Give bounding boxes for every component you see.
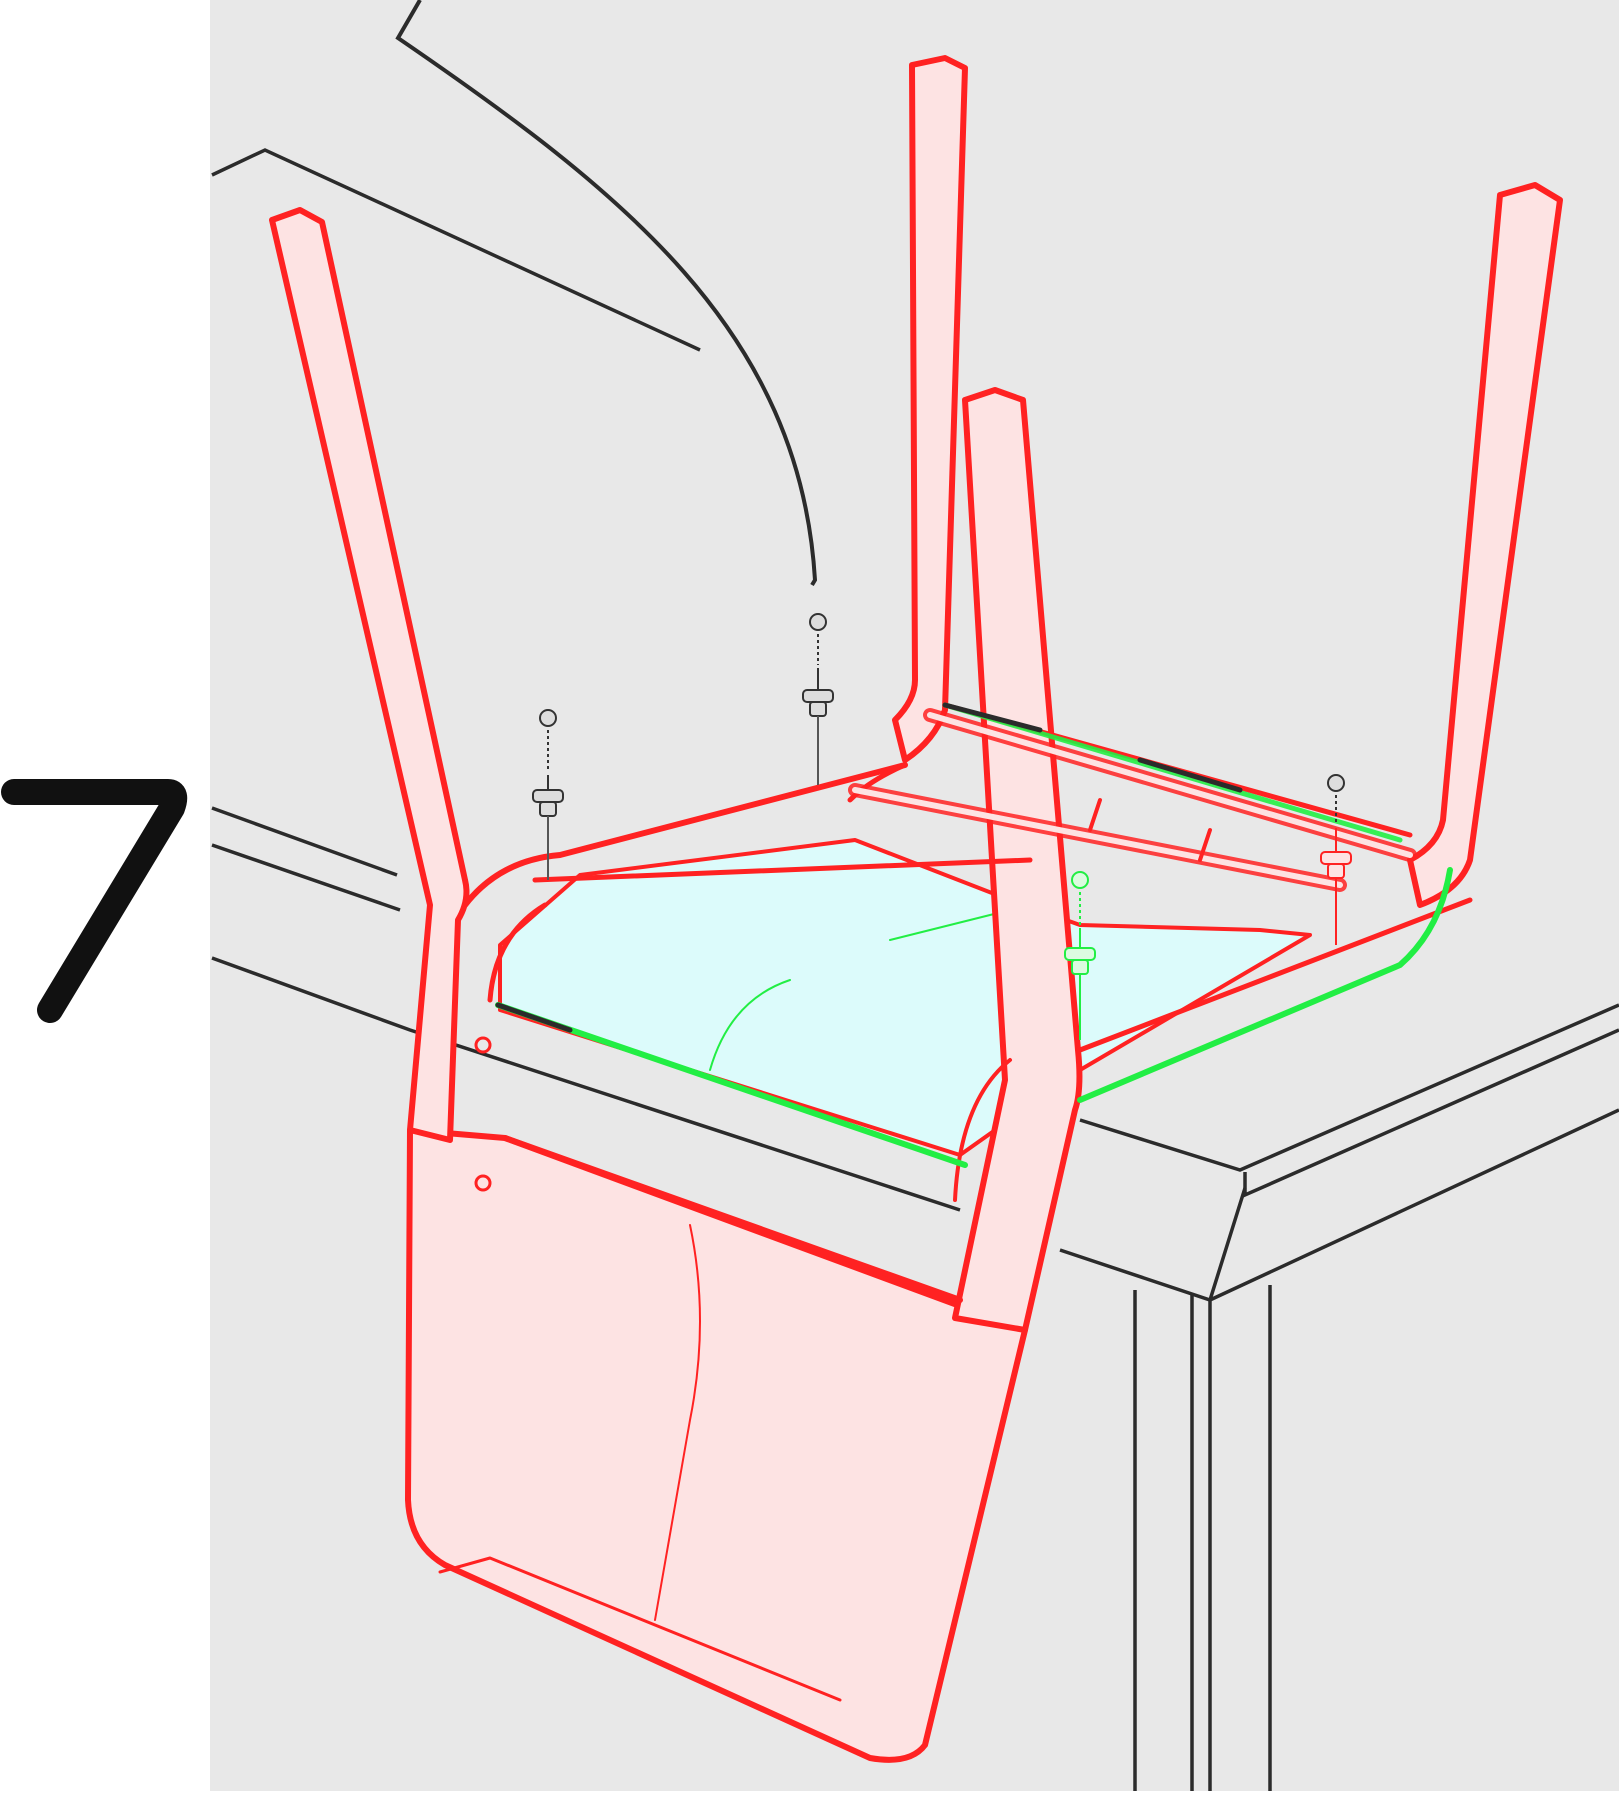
step-number-glyph [14, 792, 174, 1010]
